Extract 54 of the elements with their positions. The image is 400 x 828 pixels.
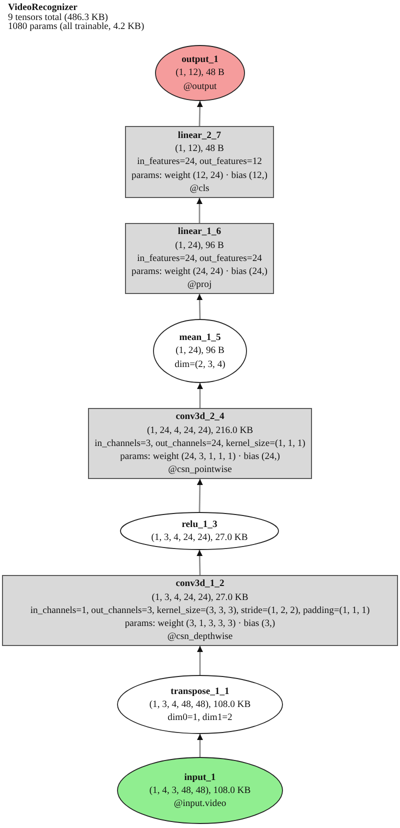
layer-name: transpose_1_1: [170, 684, 230, 698]
layer-name: conv3d_2_4: [176, 410, 224, 424]
layer-detail: @proj: [187, 278, 212, 292]
layer-detail: in_features=24, out_features=24: [137, 252, 262, 266]
layer-detail: (1, 12), 48 B: [176, 66, 224, 80]
arrow: [196, 198, 202, 223]
layer-detail: in_channels=3, out_channels=24, kernel_size=(1, 1, 1): [94, 436, 306, 450]
layer-name: input_1: [184, 770, 216, 784]
layer-detail: (1, 12), 48 B: [175, 142, 224, 156]
layer-detail: params: weight (24, 24) · bias (24,): [132, 265, 268, 278]
layer-detail: params: weight (3, 1, 3, 3, 3) · bias (3,): [124, 617, 276, 630]
summary-text: 1080 params (all trainable, 4.2 KB): [8, 22, 144, 32]
layer-detail: params: weight (12, 24) · bias (12,): [132, 168, 268, 182]
diagram-title: VideoRecognizer: [8, 3, 78, 13]
arrow: [196, 100, 203, 126]
layer-detail: @output: [183, 80, 217, 93]
layer-detail: in_channels=1, out_channels=3, kernel_size=(3, 3, 3), stride=(1, 2, 2), padding=(1, 1, 1): [30, 604, 370, 618]
layer-name: relu_1_3: [182, 518, 218, 531]
layer-name: conv3d_1_2: [176, 577, 224, 591]
layer-detail: (1, 24), 96 B: [176, 344, 224, 358]
tensor-ellipse: [153, 319, 247, 383]
tensor-ellipse: [117, 757, 283, 824]
layer-detail: (1, 4, 3, 48, 48), 108.0 KB: [149, 784, 251, 798]
layer-detail: @csn_depthwise: [167, 630, 233, 644]
layer-detail: @csn_pointwise: [168, 463, 232, 476]
layer-detail: (1, 24, 4, 24, 24), 216.0 KB: [146, 424, 254, 437]
layer-detail: (1, 3, 4, 48, 48), 108.0 KB: [149, 698, 251, 712]
layer-detail: params: weight (24, 3, 1, 1, 1) · bias (24,): [120, 450, 280, 464]
layer-box: [2, 575, 398, 646]
layer-detail: (1, 24), 96 B: [175, 238, 224, 252]
arrow: [196, 479, 203, 512]
summary-text: 9 tensors total (486.3 KB): [8, 12, 108, 22]
layer-detail: dim0=1, dim1=2: [168, 711, 232, 724]
layer-name: mean_1_5: [179, 331, 221, 344]
layer-detail: dim=(2, 3, 4): [174, 358, 226, 371]
tensor-ellipse: [117, 675, 283, 734]
arrow: [196, 550, 203, 576]
layer-detail: @cls: [190, 182, 210, 195]
layer-detail: in_features=24, out_features=12: [137, 155, 262, 169]
arrow: [197, 383, 203, 408]
layer-detail: @input.video: [174, 797, 226, 810]
layer-name: linear_1_6: [178, 225, 222, 239]
layer-box: [125, 126, 274, 198]
layer-detail: (1, 3, 4, 24, 24), 27.0 KB: [151, 531, 248, 544]
tensor-ellipse: [120, 512, 279, 550]
arrow: [197, 734, 203, 757]
layer-detail: (1, 3, 4, 24, 24), 27.0 KB: [152, 590, 248, 604]
layer-box: [125, 223, 274, 294]
arrow: [196, 294, 203, 320]
layer-box: [88, 408, 312, 479]
tensor-ellipse: [155, 45, 245, 101]
layer-name: output_1: [182, 53, 218, 66]
arrow: [197, 646, 203, 675]
layer-name: linear_2_7: [178, 128, 222, 142]
